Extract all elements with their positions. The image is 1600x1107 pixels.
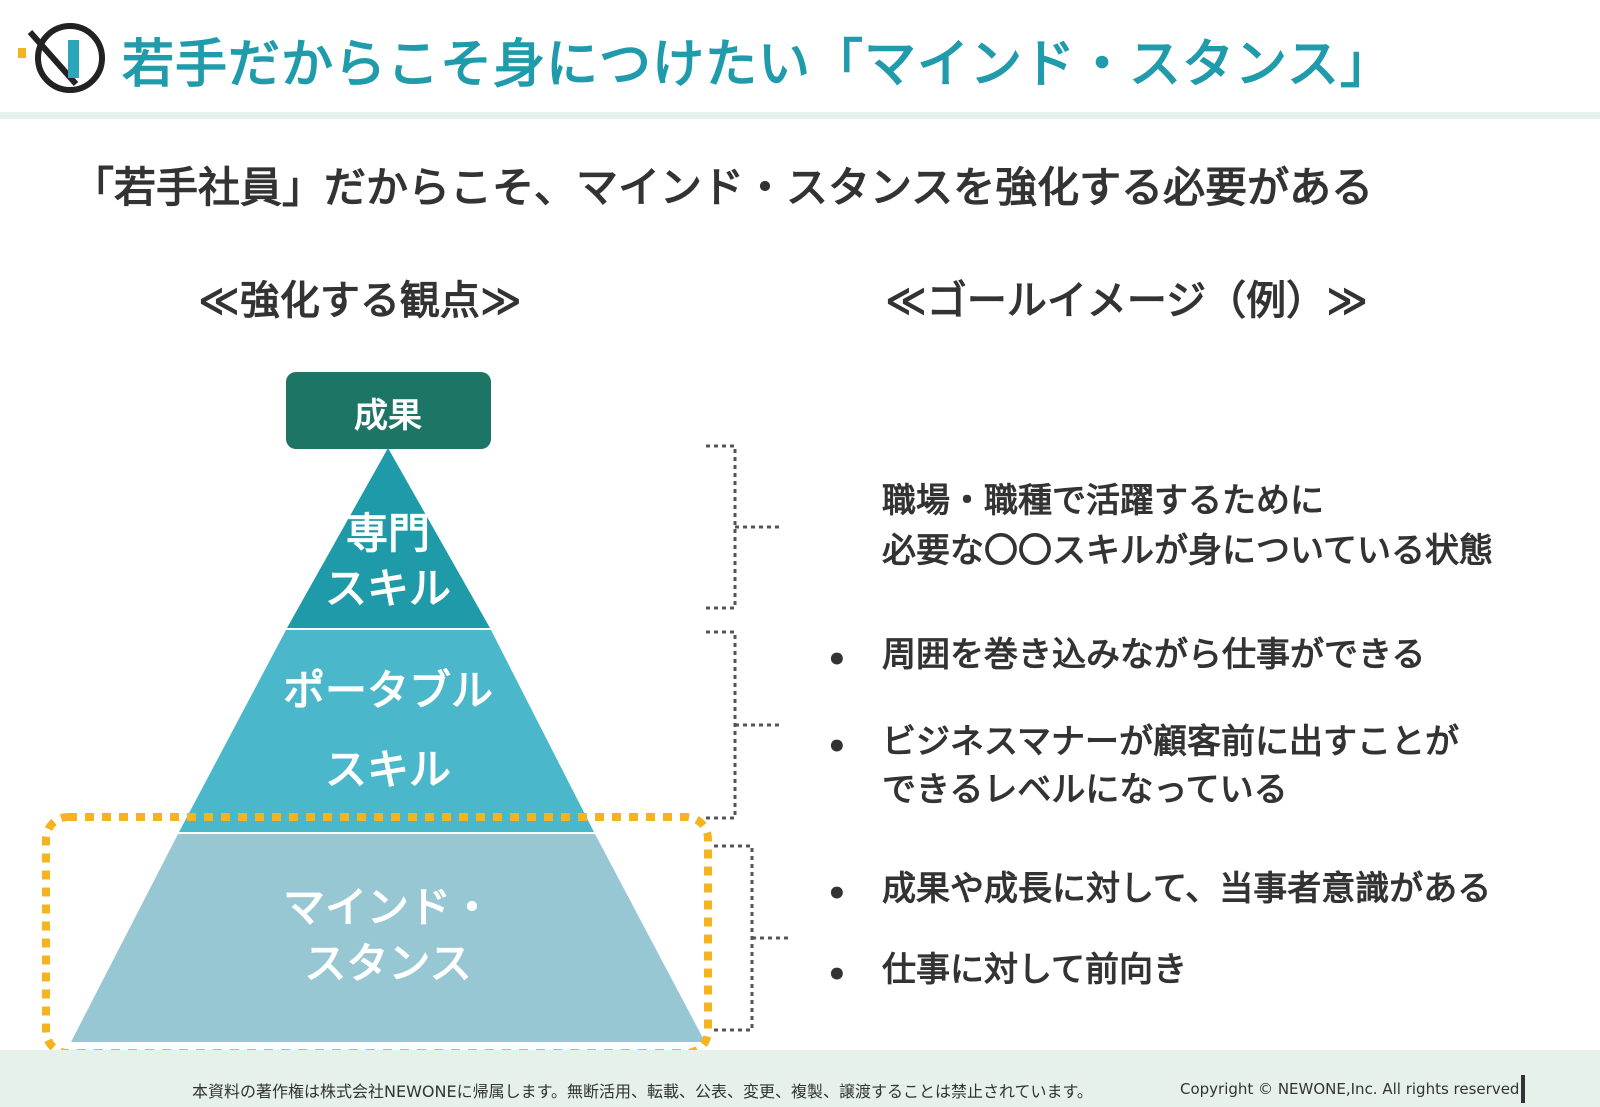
brace-mind <box>714 844 788 1032</box>
specialized-skill-label-line2: スキル <box>325 564 451 613</box>
bullet: • <box>826 955 848 995</box>
mind-stance-highlight <box>42 813 712 1057</box>
goal-mind-1: 成果や成長に対して、当事者意識がある <box>882 869 1492 909</box>
slide-header: 若手だからこそ身につけたい「マインド・スタンス」 <box>0 0 1600 112</box>
outcome-box <box>286 372 491 449</box>
footer-band <box>0 1050 1600 1107</box>
page-title: 若手だからこそ身につけたい「マインド・スタンス」 <box>122 35 1393 95</box>
bullet: • <box>826 640 848 680</box>
bullet: • <box>826 874 848 914</box>
level-specialized-skill <box>287 448 490 628</box>
mind-stance-label-line1: マインド・ <box>283 883 493 932</box>
specialized-skill-label-line1: 専門 <box>346 509 430 558</box>
goal-mind-2: 仕事に対して前向き <box>882 950 1187 990</box>
goal-portable-2-line2: できるレベルになっている <box>882 770 1288 810</box>
portable-skill-label-line2: スキル <box>325 745 451 794</box>
portable-skill-label-line1: ポータブル <box>283 666 493 715</box>
header-divider <box>0 112 1600 119</box>
level-mind-stance <box>71 834 705 1042</box>
right-column-heading: ≪ゴールイメージ（例）≫ <box>885 278 1368 324</box>
newone-logo <box>18 23 105 93</box>
goal-portable-1: 周囲を巻き込みながら仕事ができる <box>882 635 1426 675</box>
copyright-notice: 本資料の著作権は株式会社NEWONEに帰属します。無断活用、転載、公表、変更、複… <box>192 1082 1093 1101</box>
left-column-heading: ≪強化する観点≫ <box>198 278 522 324</box>
outcome-label: 成果 <box>354 396 422 436</box>
copyright-text: Copyright © NEWONE,Inc. All rights reser… <box>1180 1080 1525 1098</box>
level-portable-skill <box>179 630 594 832</box>
goal-portable-2-line1: ビジネスマナーが顧客前に出すことが <box>882 722 1459 762</box>
goal-specialized-line1: 職場・職種で活躍するために <box>882 481 1324 521</box>
slide-subtitle: 「若手社員」だからこそ、マインド・スタンスを強化する必要がある <box>72 163 1374 212</box>
goal-specialized-line2: 必要な〇〇スキルが身についている状態 <box>882 531 1493 571</box>
mind-stance-label-line2: スタンス <box>304 939 471 988</box>
bullet: • <box>826 727 848 767</box>
brace-portable <box>706 630 780 820</box>
brace-specialized <box>706 444 780 610</box>
footer-marker <box>1521 1075 1525 1103</box>
